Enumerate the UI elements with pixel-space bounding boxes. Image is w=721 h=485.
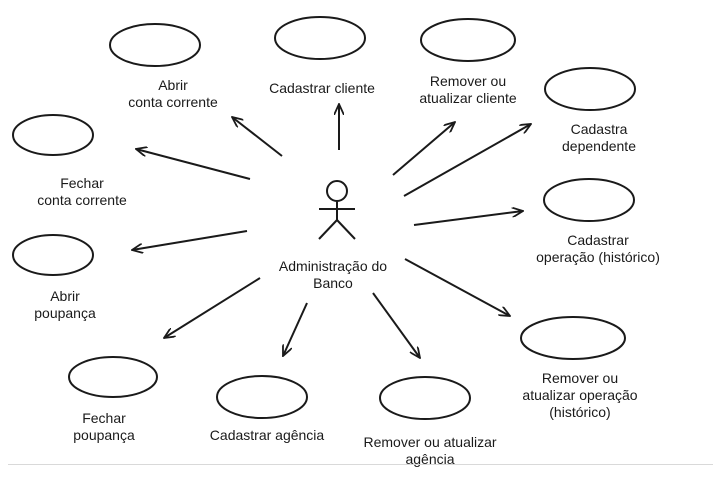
use-case-label-line: Abrir <box>158 77 188 93</box>
use-case-label-line: (histórico) <box>549 404 611 420</box>
use-case-label-line: poupança <box>73 427 135 443</box>
use-case-label-line: Abrir <box>50 288 80 304</box>
use-case-label-line: Cadastrar cliente <box>269 80 375 96</box>
association-arrow-fechar-conta-corrente <box>136 149 251 180</box>
association-arrow-cadastrar-operacao <box>413 211 523 226</box>
association-arrow-abrir-poupanca <box>132 230 248 250</box>
use-case-ellipse-remover-atualizar-agencia <box>379 376 471 420</box>
association-arrow-cadastrar-agencia <box>283 302 308 356</box>
actor-head <box>326 180 348 202</box>
use-case-label-line: Cadastrar <box>567 232 629 248</box>
association-arrow-cadastra-dependente <box>403 124 531 197</box>
use-case-label-line: Cadastrar agência <box>209 427 325 443</box>
use-case-ellipse-remover-atualizar-operacao <box>520 316 626 360</box>
use-case-label-line: poupança <box>34 305 96 321</box>
association-arrow-abrir-conta-corrente <box>232 117 283 157</box>
use-case-label-line: conta corrente <box>37 192 127 208</box>
use-case-label-cadastrar-agencia: Cadastrar agência <box>210 427 324 444</box>
use-case-ellipse-abrir-conta-corrente <box>109 23 201 67</box>
association-arrow-remover-atualizar-cliente <box>392 122 455 176</box>
use-case-label-line: agência <box>405 451 455 467</box>
use-case-ellipse-cadastrar-operacao <box>543 178 635 222</box>
use-case-label-line: atualizar cliente <box>419 90 517 106</box>
bottom-divider <box>8 464 713 465</box>
use-case-label-cadastrar-cliente: Cadastrar cliente <box>269 80 375 97</box>
use-case-label-line: conta corrente <box>128 94 218 110</box>
use-case-label-line: Fechar <box>60 175 104 191</box>
use-case-ellipse-fechar-poupanca <box>68 356 158 398</box>
use-case-ellipse-fechar-conta-corrente <box>12 114 94 156</box>
association-arrow-remover-atualizar-agencia <box>372 292 420 358</box>
actor-name-line-2: Banco <box>313 275 353 291</box>
use-case-label-line: atualizar operação <box>522 387 638 403</box>
use-case-ellipse-cadastra-dependente <box>544 67 636 111</box>
use-case-label-line: dependente <box>562 138 636 154</box>
use-case-ellipse-abrir-poupanca <box>12 234 94 276</box>
association-arrow-fechar-poupanca <box>164 277 261 338</box>
use-case-ellipse-cadastrar-agencia <box>216 375 308 419</box>
actor-name-label: Administração do Banco <box>279 258 387 292</box>
association-arrow-remover-atualizar-operacao <box>404 258 510 316</box>
use-case-label-line: Remover ou <box>541 370 619 386</box>
actor-stick-figure <box>318 180 356 240</box>
use-case-ellipse-remover-atualizar-cliente <box>420 18 516 62</box>
actor-name-line-1: Administração do <box>278 258 388 274</box>
use-case-label-line: Cadastra <box>570 121 628 137</box>
use-case-label-line: Fechar <box>82 410 126 426</box>
use-case-ellipse-cadastrar-cliente <box>274 16 366 60</box>
actor-right-leg <box>336 219 356 240</box>
use-case-label-line: Remover ou atualizar <box>363 434 497 450</box>
actor-left-leg <box>318 219 338 240</box>
use-case-label-line: Remover ou <box>429 73 507 89</box>
use-case-label-line: operação (histórico) <box>536 249 660 265</box>
